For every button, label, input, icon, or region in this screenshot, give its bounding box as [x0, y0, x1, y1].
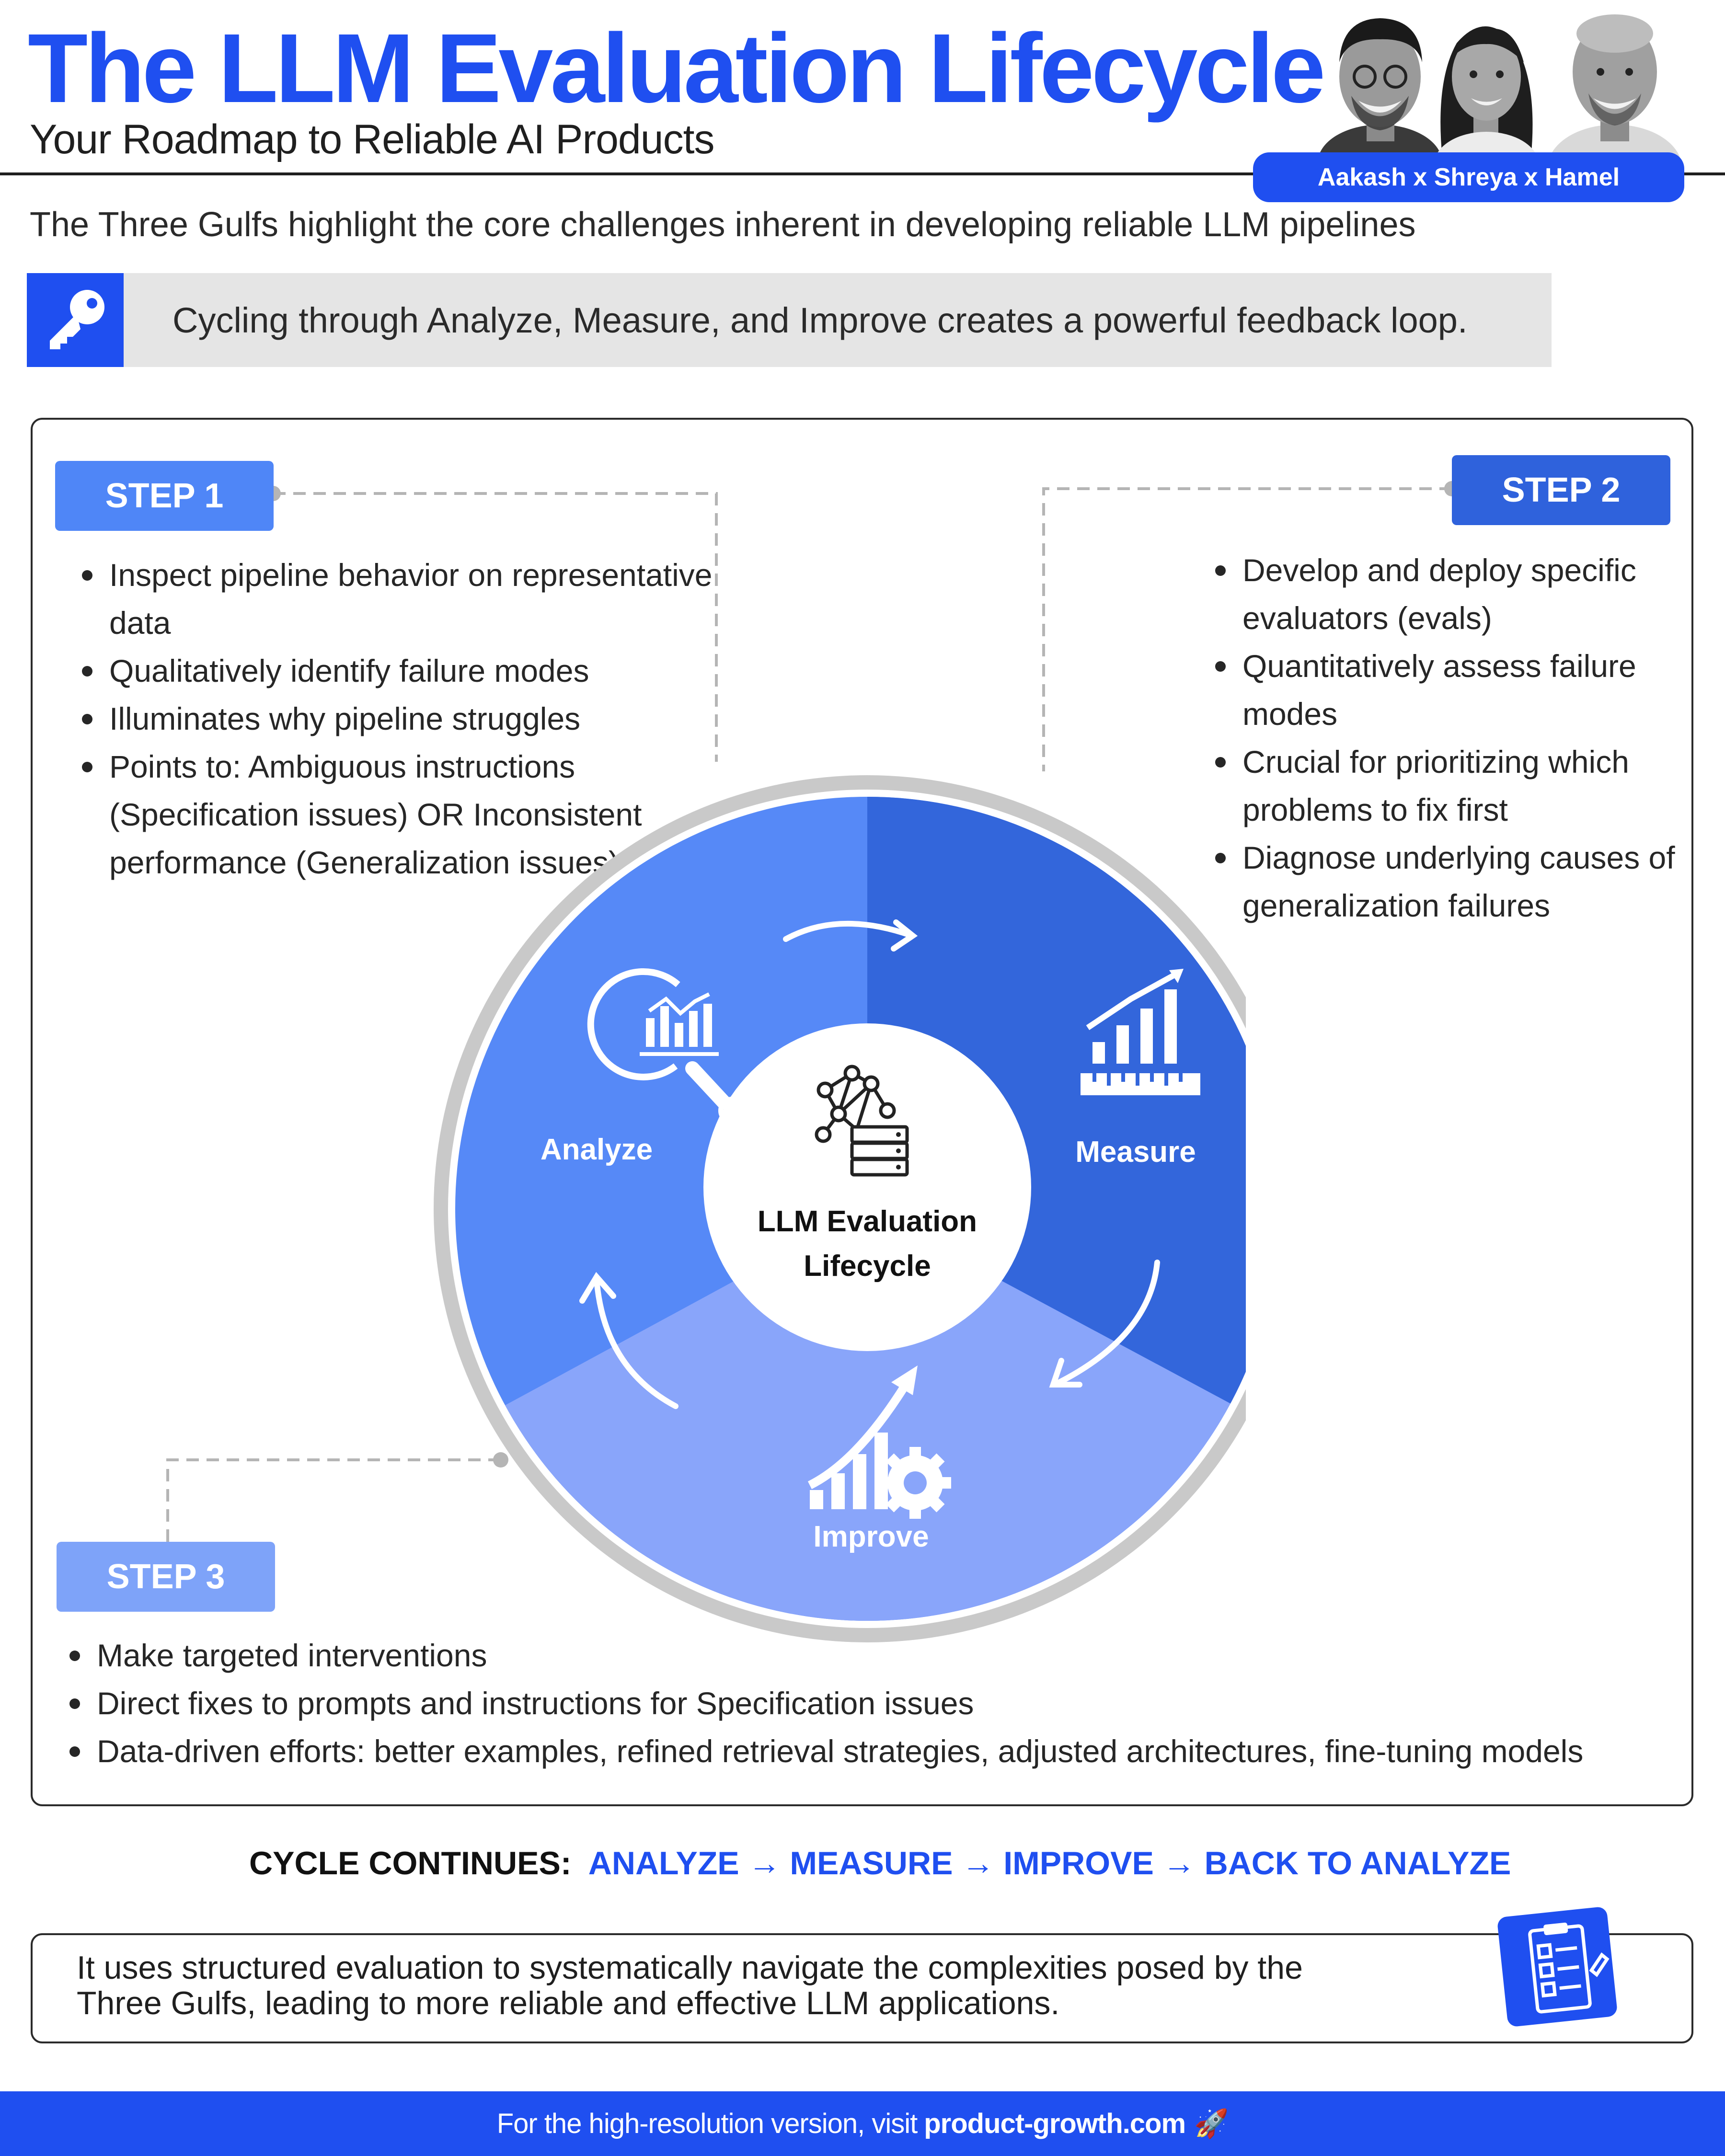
cycle-continues-sequence: ANALYZE → MEASURE → IMPROVE → BACK TO AN…: [588, 1845, 1511, 1881]
center-hub: [703, 1023, 1031, 1351]
summary-box: [31, 1933, 1693, 2043]
step3-list: Make targeted interventions Direct fixes…: [66, 1631, 1704, 1775]
page-subtitle: Your Roadmap to Reliable AI Products: [30, 116, 714, 162]
step2-bullet: Diagnose underlying causes of generaliza…: [1211, 834, 1695, 929]
bar-chart-ruler-icon: [1081, 969, 1200, 1095]
center-label-line2: Lifecycle: [804, 1250, 931, 1283]
key-icon: [50, 290, 104, 349]
arrow-analyze-to-measure-head: [891, 919, 918, 952]
footer-link[interactable]: product-growth.com: [924, 2108, 1186, 2139]
footer-prefix: For the high-resolution version, visit: [496, 2108, 918, 2139]
step1-list: Inspect pipeline behavior on representat…: [78, 551, 715, 886]
segment-label-measure: Measure: [1075, 1135, 1196, 1169]
cycle-continues-label: CYCLE CONTINUES:: [249, 1845, 572, 1881]
page-title: The LLM Evaluation Lifecycle: [28, 13, 1326, 123]
step1-bullet: Qualitatively identify failure modes: [78, 647, 715, 695]
step2-bullet: Quantitatively assess failure modes: [1211, 642, 1695, 738]
step2-connector: [1042, 487, 1452, 771]
lifecycle-diagram: Analyze Measure Improve: [434, 775, 1246, 1642]
segment-improve: [455, 1209, 1246, 1621]
neural-network-server-icon: [815, 1065, 909, 1177]
step1-badge: STEP 1: [55, 461, 274, 531]
key-icon-box: [27, 273, 124, 367]
author-photos: [1318, 14, 1680, 158]
arrow-measure-to-improve: [1054, 1260, 1160, 1387]
arrow-improve-to-analyze-head: [579, 1272, 616, 1304]
step1-bullet: Inspect pipeline behavior on representat…: [78, 551, 715, 647]
intro-text: The Three Gulfs highlight the core chall…: [30, 206, 1416, 244]
author-photo-3: [1549, 14, 1680, 158]
step3-bullet: Data-driven efforts: better examples, re…: [66, 1727, 1704, 1775]
footer-bar: For the high-resolution version, visit p…: [0, 2091, 1725, 2156]
step2-bullet: Develop and deploy specific evaluators (…: [1211, 546, 1695, 642]
step1-bullet: Illuminates why pipeline struggles: [78, 695, 715, 743]
step1-bullet: Points to: Ambiguous instructions (Speci…: [78, 743, 715, 886]
step2-list: Develop and deploy specific evaluators (…: [1211, 546, 1695, 929]
step1-connector: [273, 492, 718, 762]
summary-text: It uses structured evaluation to systema…: [77, 1950, 1303, 2021]
arrow-measure-to-improve-head: [1049, 1358, 1082, 1388]
step3-bullet: Direct fixes to prompts and instructions…: [66, 1679, 1704, 1727]
segment-label-analyze: Analyze: [540, 1133, 653, 1166]
steps-panel: [31, 418, 1693, 1806]
cycle-continues: CYCLE CONTINUES: ANALYZE → MEASURE → IMP…: [249, 1845, 1511, 1882]
rocket-icon: 🚀: [1194, 2108, 1229, 2139]
arrow-analyze-to-measure: [783, 920, 913, 942]
step3-connector-dot: [493, 1452, 508, 1468]
arrow-improve-to-analyze: [594, 1276, 678, 1409]
center-label-line1: LLM Evaluation: [758, 1205, 977, 1238]
authors-badge: Aakash x Shreya x Hamel: [1253, 152, 1684, 202]
segment-label-improve: Improve: [813, 1520, 929, 1553]
callout-text: Cycling through Analyze, Measure, and Im…: [124, 273, 1552, 367]
author-photo-1: [1318, 18, 1442, 158]
segment-measure: [867, 797, 1246, 1435]
step2-bullet: Crucial for prioritizing which problems …: [1211, 738, 1695, 834]
step2-badge: STEP 2: [1452, 455, 1670, 525]
author-photo-2: [1435, 26, 1538, 158]
step3-bullet: Make targeted interventions: [66, 1631, 1704, 1679]
step3-connector: [166, 1458, 501, 1542]
header-divider: [0, 172, 1725, 175]
growth-gear-icon: [807, 1365, 951, 1519]
step3-badge: STEP 3: [57, 1542, 275, 1612]
clipboard-checklist-icon: [1497, 1907, 1617, 2027]
